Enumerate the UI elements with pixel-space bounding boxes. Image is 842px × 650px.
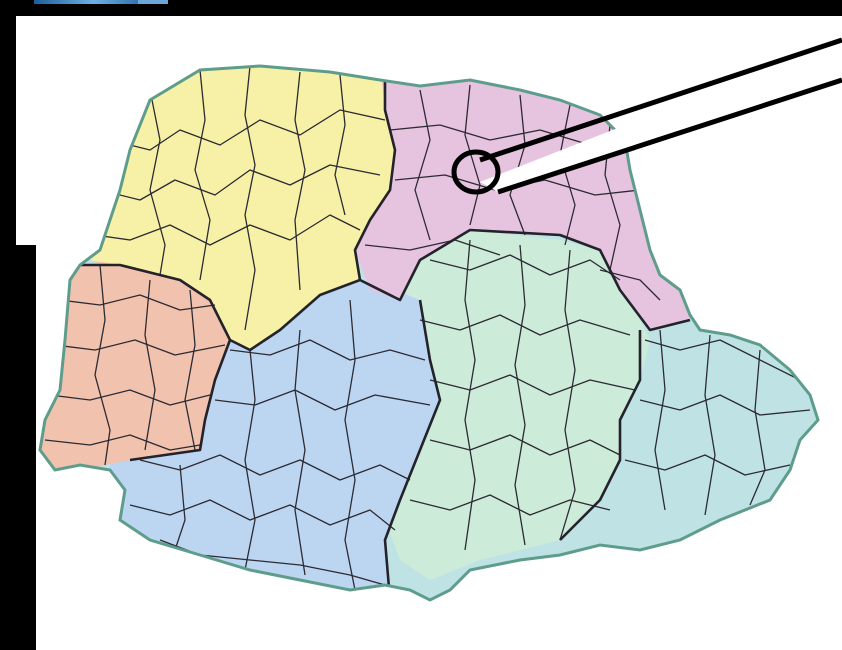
region-boundaries	[80, 80, 691, 600]
top-border	[0, 0, 512, 10]
header-glint	[34, 0, 154, 4]
callout-pointer	[479, 37, 842, 195]
left-border-block	[0, 245, 36, 650]
header-glint-small	[138, 0, 168, 4]
top-right-border	[512, 0, 842, 16]
highlight-circle	[451, 149, 501, 195]
municipal-borders	[44, 66, 811, 591]
